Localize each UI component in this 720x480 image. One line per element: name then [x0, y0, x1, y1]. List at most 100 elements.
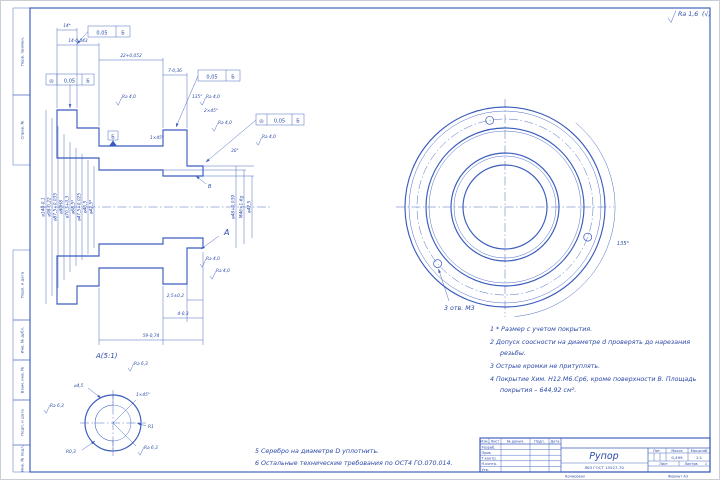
tb-col: № докум.	[507, 440, 524, 444]
circle	[425, 127, 585, 287]
datum-ref: Б	[231, 75, 235, 81]
roughness-check-icon	[667, 10, 677, 23]
tech-line: 2 Допуск соосности на диаметре d проверя…	[490, 339, 690, 346]
corner-roughness-mark: Ra 1,6 (√)	[667, 10, 711, 23]
sheet-label: Лист	[659, 462, 668, 466]
footer-copy: Копировал	[565, 475, 585, 479]
dim-label: 59-0,74	[143, 333, 160, 339]
outer-circle	[404, 106, 606, 308]
bottom-length-dims: 2,5±0,2 4-0,3 59-0,74	[98, 252, 204, 345]
dim-label: ⌀48+0,039	[231, 195, 237, 219]
surface-b-letter: В	[208, 184, 212, 190]
datum-ref: Б	[296, 119, 300, 125]
material: Л63 ГОСТ 15527-70	[584, 465, 624, 470]
tolerance-frame-2: ◎ 0,05 Б	[45, 73, 95, 109]
roughness-label: Ra 4,0	[218, 120, 232, 126]
margin-label: Взам. инв. №	[20, 367, 25, 393]
datum-ref: Б	[86, 79, 90, 85]
roughness-label: Ra 4,0	[206, 94, 220, 100]
dim-label: 14*	[63, 23, 71, 29]
sheets-label: Листов	[684, 462, 697, 466]
circle	[408, 110, 602, 304]
margin-box	[12, 444, 31, 473]
tb-col: Изм.	[480, 440, 488, 444]
tb-col: Подп.	[534, 440, 545, 444]
scale-label: Масштаб	[691, 449, 708, 453]
margin-label: Подп. и дата	[20, 271, 25, 298]
detail-dim: ⌀4,5	[74, 383, 84, 389]
sheet-frame	[29, 7, 711, 473]
tb-row: Разраб.	[482, 445, 496, 449]
dim-label: ⌀47,5+0,025	[77, 193, 83, 221]
dim-label: 7-0,36	[168, 68, 182, 74]
datum-flag: Б	[107, 130, 119, 146]
dim-label: ⌀46,5	[83, 201, 89, 213]
tech-line: резьбы.	[499, 349, 526, 357]
corner-roughness-rest: (√)	[702, 11, 711, 18]
roughness-label: Ra 4,0	[262, 134, 276, 140]
roughness-label: Ra 6,3	[50, 403, 64, 409]
tb-col: Дата	[550, 440, 559, 444]
detail-dim: R0,3	[66, 449, 76, 455]
margin-label: Перв. примен.	[20, 37, 25, 66]
tolerance-frame-3: 0,05 Б	[175, 69, 241, 128]
chamfer-label: 2×45°	[204, 108, 218, 114]
tolerance-frame-4: ◎ 0,05 Б	[205, 113, 305, 163]
datum-letter: Б	[111, 135, 115, 141]
tolerance-frames: 0,05 Б ◎ 0,05 Б 0,05 Б ◎ 0,05 Б	[45, 25, 305, 163]
dim-label: ⌀140-0,1	[41, 197, 47, 216]
tb-row: Т.контр.	[481, 457, 497, 461]
margin-label: Инв. № дубл.	[20, 327, 25, 354]
roughness-label: Ra 4,0	[216, 268, 230, 274]
circular-view: 3 отв. М3 135°	[396, 99, 630, 317]
tolerance-symbol: ◎	[49, 79, 54, 85]
tech-line: 4 Покрытие Хим. Н12.М6.Ср6, кроме поверх…	[490, 376, 697, 383]
section-view: ⌀140-0,1 ⌀98-0,22 ⌀87,5+0,035 ⌀80H8 ⌀70,…	[40, 23, 305, 345]
circle	[450, 152, 560, 262]
tb-col: Лист	[491, 440, 500, 444]
dim-label: 4-0,3	[177, 311, 188, 317]
detail-leader	[87, 387, 102, 399]
bore-circle	[462, 164, 548, 250]
detail-a-leader	[200, 235, 220, 250]
part-section-top	[56, 109, 204, 177]
tolerance-frame-1: 0,05 Б	[76, 25, 131, 45]
detail-view: А(5:1) ⌀4,5 1×45° R1 R0,3 Ra 6,3 Ra 6,3 …	[43, 352, 158, 456]
mass-label: Масса	[671, 449, 682, 453]
note-line: 5 Серебро на диаметре D уплотнить.	[255, 447, 379, 455]
datum-triangle	[109, 140, 117, 146]
tb-row: Пров.	[482, 451, 492, 455]
dim-label: ⌀42,5	[247, 201, 253, 213]
holes-leader	[438, 268, 450, 302]
tolerance-value: 0,05	[96, 31, 107, 37]
corner-roughness-value: Ra 1,6	[678, 11, 698, 18]
holes-note: 3 отв. М3	[444, 305, 475, 312]
part-name: Рупор	[589, 451, 618, 462]
mass-value: 0,499	[671, 455, 683, 460]
footer-format: Формат А3	[668, 475, 688, 479]
dim-label: 2,5±0,2	[167, 293, 185, 299]
scale-value: 1:1	[696, 455, 703, 460]
detail-hatch	[84, 394, 114, 452]
chamfer-labels: 135° 2×45° 1×45° 30°	[150, 94, 239, 154]
dim-label: ⌀80H8	[59, 200, 65, 214]
margin-label: Инв. № подл.	[20, 445, 25, 472]
detail-leader	[81, 440, 96, 451]
dim-label: ⌀98-0,22	[47, 197, 53, 216]
dim-label: M46×1-6g	[239, 195, 245, 218]
tolerance-value: 0,05	[64, 79, 75, 85]
title-block: Изм. Лист № докум. Подп. Дата Разраб. Пр…	[479, 437, 711, 479]
dim-label: ⌀68,5*	[71, 199, 77, 214]
margin-column: Перв. примен. Справ. № Подп. и дата Инв.…	[12, 7, 31, 473]
left-diameter-dims: ⌀140-0,1 ⌀98-0,22 ⌀87,5+0,035 ⌀80H8 ⌀70,…	[41, 110, 95, 304]
roughness-label: Ra 4,0	[122, 94, 136, 100]
detail-chamfer-line	[112, 399, 137, 424]
roughness-label: Ra 6,3	[134, 361, 148, 367]
circle	[428, 130, 582, 284]
bolt-circle	[416, 118, 594, 296]
detail-title: А(5:1)	[95, 352, 118, 360]
dim-label: ⌀42,5*	[89, 199, 95, 214]
roughness-label: Ra 6,3	[144, 445, 158, 451]
